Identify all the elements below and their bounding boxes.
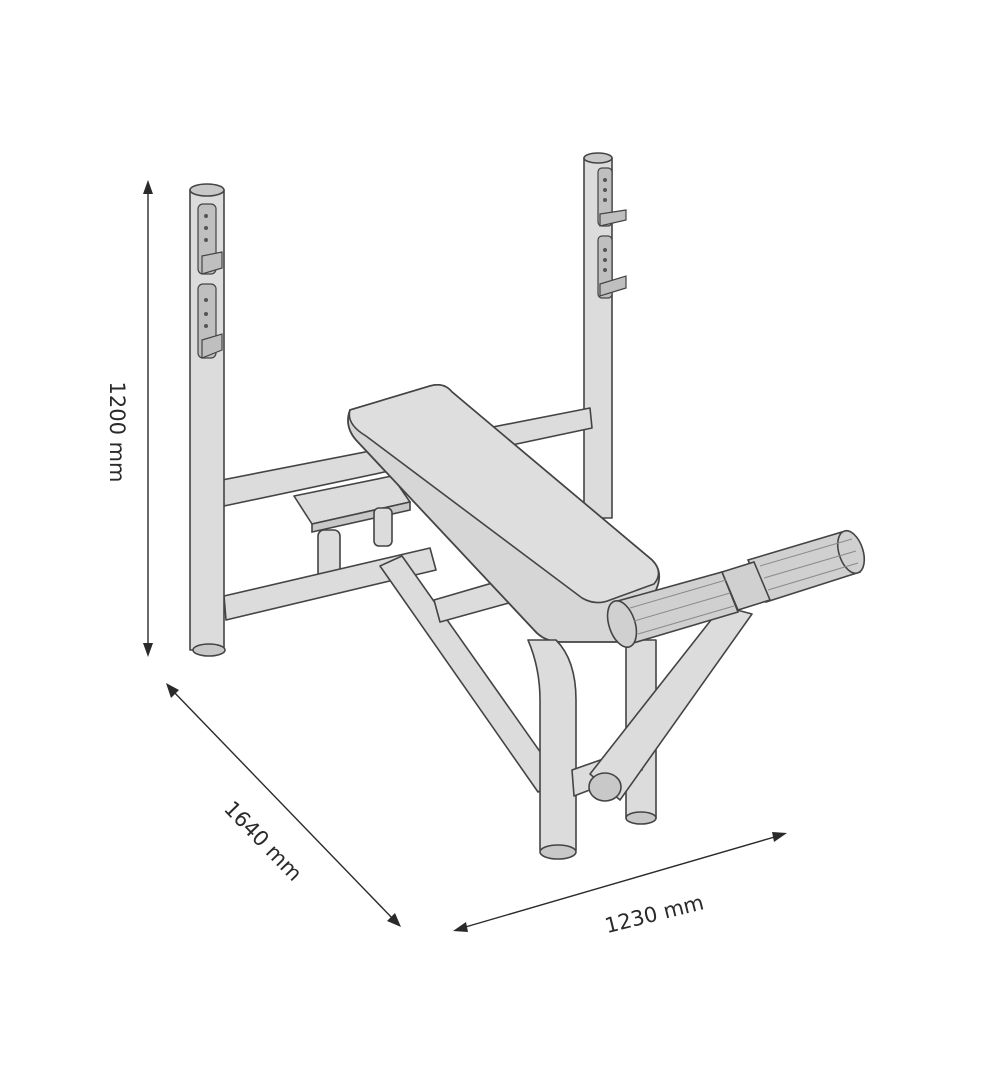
- right-pin-hole: [603, 268, 607, 272]
- left-pin-hole: [204, 298, 208, 302]
- left-pin-hole: [204, 324, 208, 328]
- depth-arrow-top: [166, 683, 179, 698]
- bench-pad: [347, 383, 661, 643]
- right-hook-lower: [599, 275, 627, 297]
- front-leg: [527, 639, 577, 860]
- height-arrow-bottom: [143, 643, 153, 657]
- right-pin-hole: [603, 248, 607, 252]
- right-upright: [583, 152, 627, 519]
- roller-groove: [629, 579, 727, 609]
- depth-label: 1640 mm: [219, 796, 306, 885]
- roller-left-end: [606, 600, 638, 648]
- roller-groove: [637, 605, 735, 635]
- width-label: 1230 mm: [602, 890, 706, 938]
- height-dimension: 1200 mm: [105, 180, 153, 657]
- roller-groove: [759, 538, 853, 567]
- bench-pad-top: [348, 384, 660, 604]
- roller-groove: [633, 592, 731, 622]
- width-dimension: 1230 mm: [453, 832, 787, 938]
- depth-dimension: 1640 mm: [166, 683, 401, 927]
- depth-dimension-line: [171, 689, 395, 921]
- right-pin-hole: [603, 258, 607, 262]
- left-pin-hole: [204, 312, 208, 316]
- leg-rollers: [606, 529, 866, 648]
- roller-leg-foot: [625, 811, 657, 825]
- left-hook-upper: [201, 251, 223, 275]
- right-pin-hole: [603, 188, 607, 192]
- roller-groove: [767, 562, 859, 591]
- width-arrow-right: [772, 832, 787, 842]
- right-upright-cap: [583, 152, 613, 164]
- right-hook-upper: [599, 209, 627, 227]
- left-upright: [189, 183, 226, 657]
- depth-arrow-bottom: [387, 913, 401, 927]
- right-pin-hole: [603, 178, 607, 182]
- roller-support-joint: [588, 772, 622, 802]
- right-hook-plate-upper: [597, 167, 613, 227]
- left-hook-lower: [201, 333, 223, 359]
- bench-illustration: [189, 152, 866, 860]
- left-upright-cap: [189, 183, 225, 197]
- foot-plate-post: [373, 507, 393, 547]
- width-dimension-line: [461, 835, 779, 929]
- height-arrow-top: [143, 180, 153, 194]
- left-upright-foot: [192, 643, 226, 657]
- right-pin-hole: [603, 198, 607, 202]
- left-pin-hole: [204, 226, 208, 230]
- left-pin-hole: [204, 238, 208, 242]
- roller-groove: [763, 550, 857, 579]
- height-label: 1200 mm: [105, 381, 129, 482]
- left-pin-hole: [204, 214, 208, 218]
- front-leg-foot: [539, 844, 577, 860]
- width-arrow-left: [453, 922, 468, 932]
